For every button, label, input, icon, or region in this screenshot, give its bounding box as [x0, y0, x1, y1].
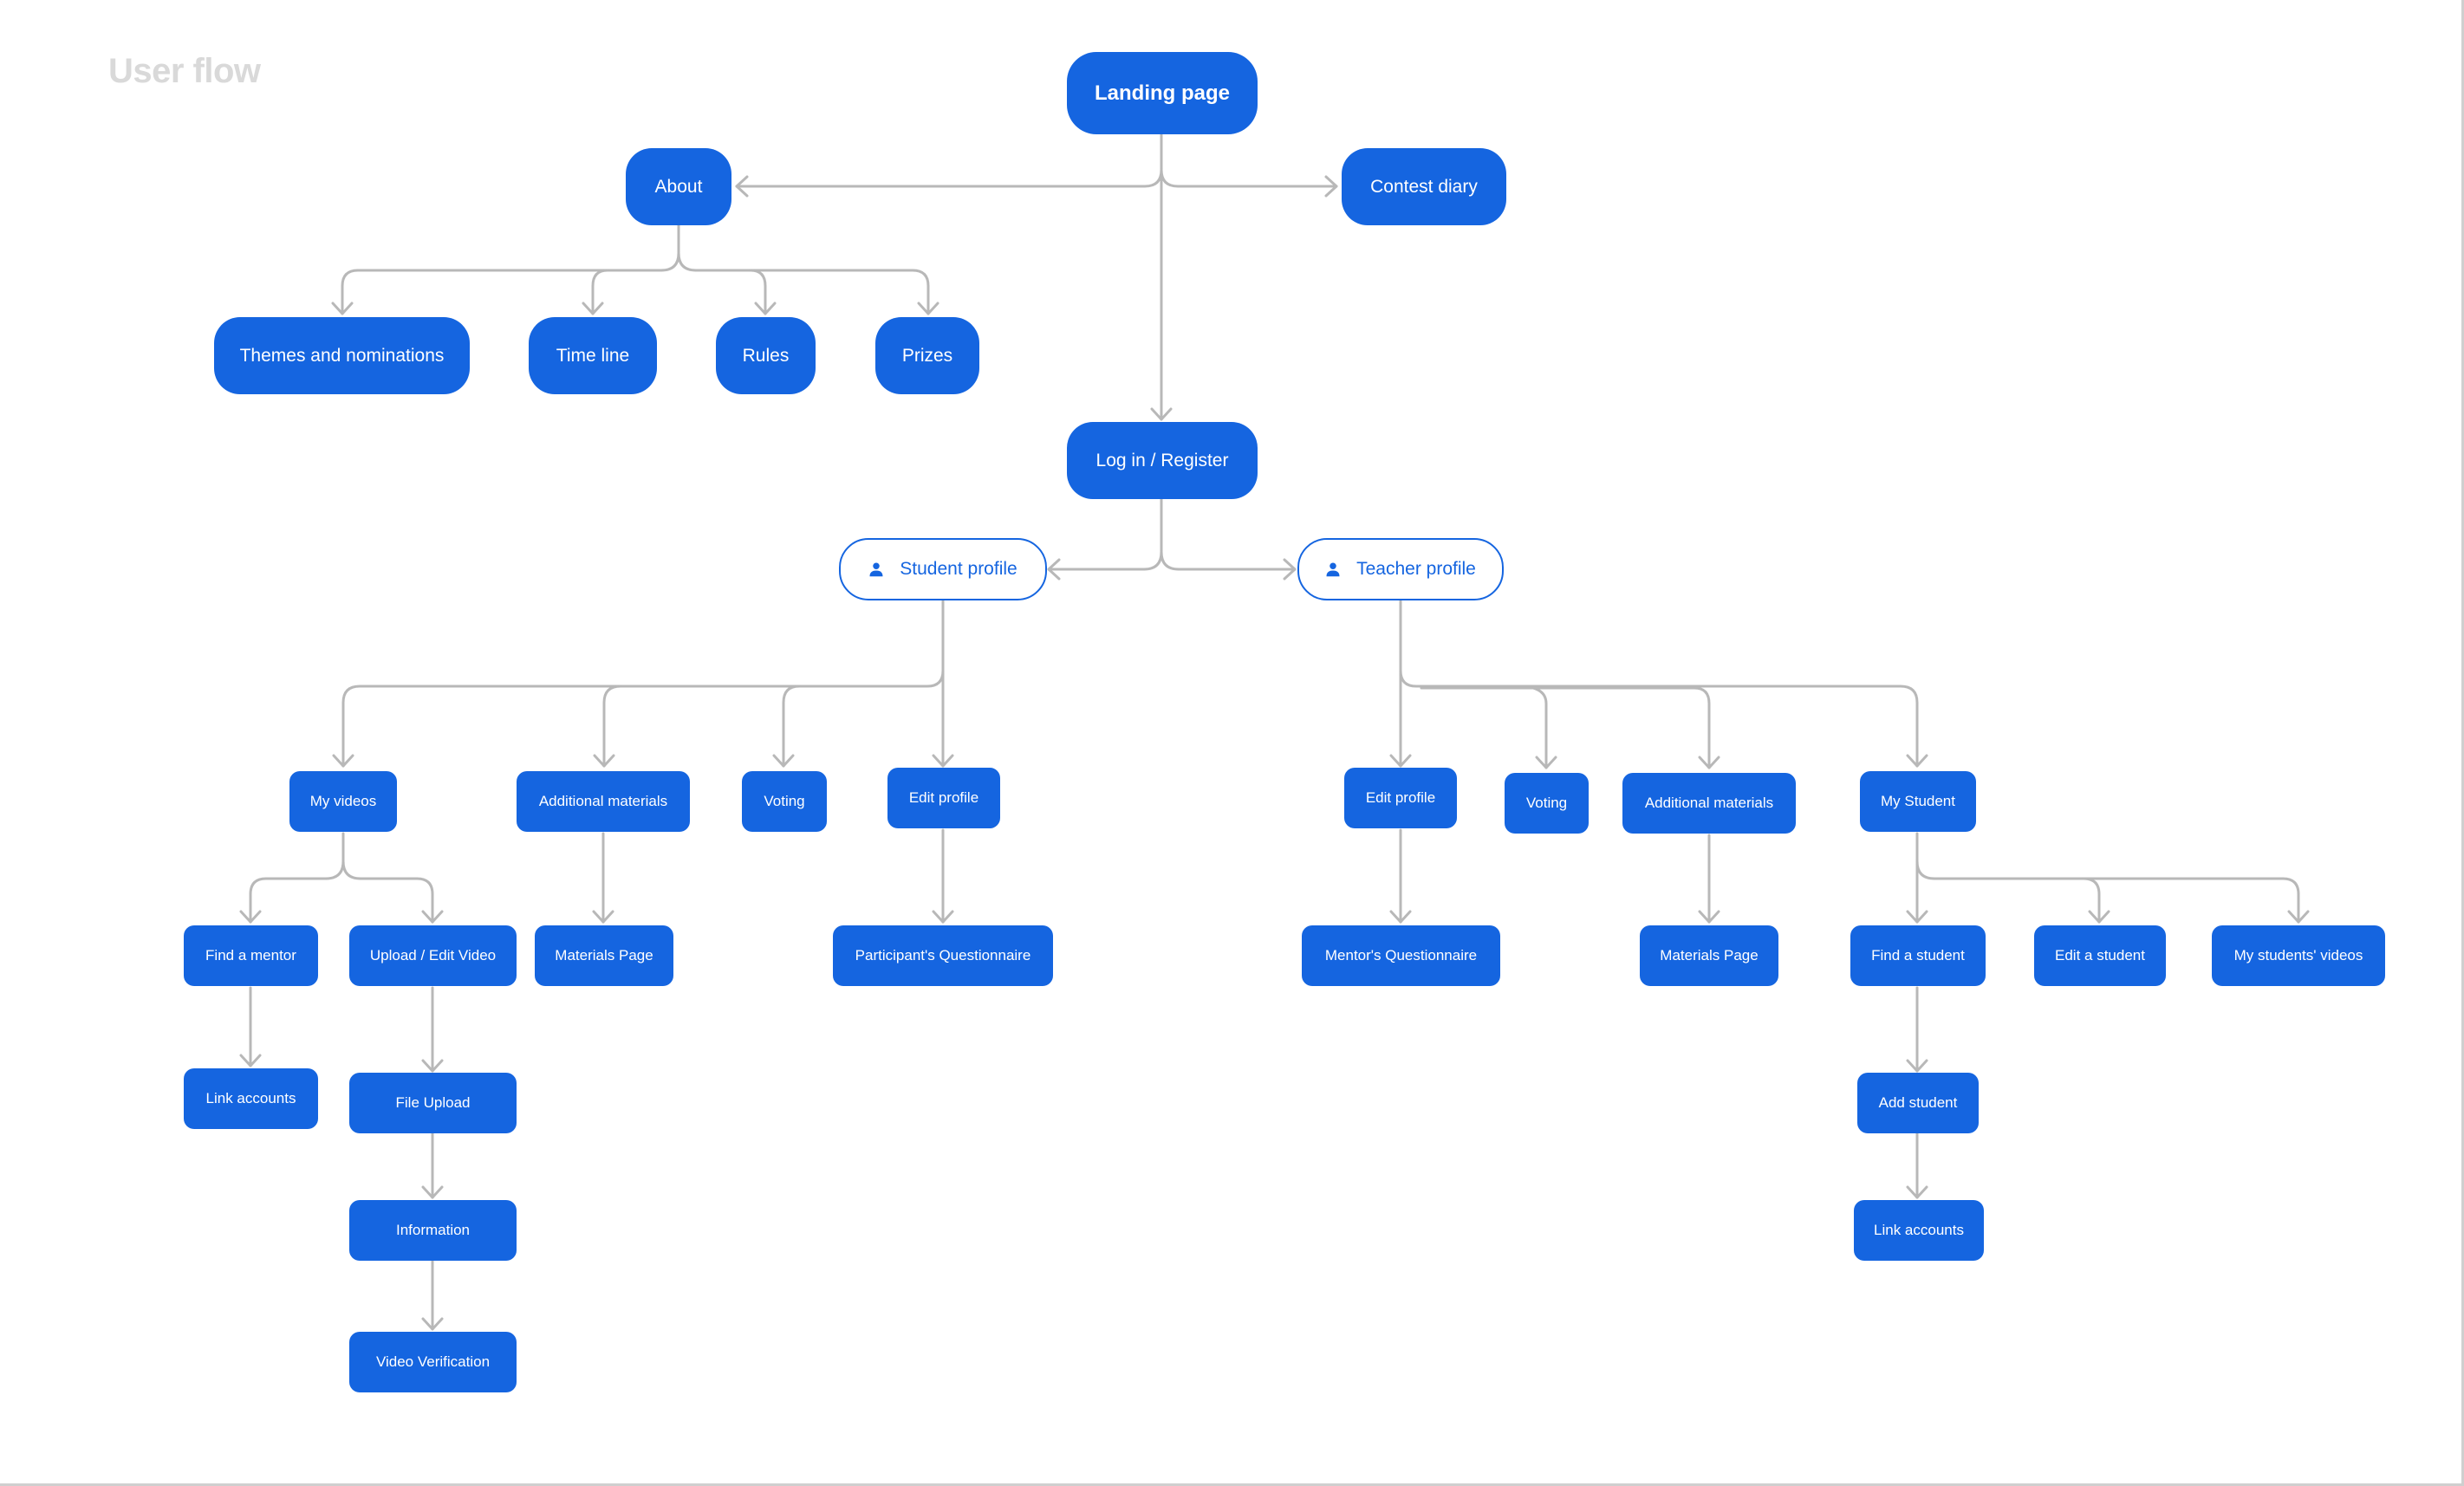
node-teacher-profile[interactable]: Teacher profile — [1297, 538, 1504, 600]
node-participant-questionnaire[interactable]: Participant's Questionnaire — [833, 925, 1053, 986]
node-voting-student[interactable]: Voting — [742, 771, 827, 832]
node-information[interactable]: Information — [349, 1200, 517, 1261]
node-login-register[interactable]: Log in / Register — [1067, 422, 1258, 499]
connector-my-student — [1906, 832, 2310, 924]
node-additional-materials-teacher[interactable]: Additional materials — [1622, 773, 1796, 834]
node-file-upload[interactable]: File Upload — [349, 1073, 517, 1133]
node-contest-diary[interactable]: Contest diary — [1342, 148, 1506, 225]
connector-landing — [735, 133, 1338, 421]
node-edit-profile-teacher[interactable]: Edit profile — [1344, 768, 1457, 828]
connector-my-videos — [239, 832, 444, 924]
node-themes-nominations[interactable]: Themes and nominations — [214, 317, 470, 394]
connector-verticals — [239, 828, 1928, 1331]
node-link-accounts-teacher[interactable]: Link accounts — [1854, 1200, 1984, 1261]
node-my-student[interactable]: My Student — [1860, 771, 1976, 832]
node-edit-student[interactable]: Edit a student — [2034, 925, 2166, 986]
node-video-verification[interactable]: Video Verification — [349, 1332, 517, 1392]
node-add-student[interactable]: Add student — [1857, 1073, 1979, 1133]
person-icon — [1326, 562, 1340, 577]
node-find-student[interactable]: Find a student — [1850, 925, 1986, 986]
node-about[interactable]: About — [626, 148, 731, 225]
page-title: User flow — [108, 52, 261, 90]
node-prizes[interactable]: Prizes — [875, 317, 979, 394]
node-students-videos[interactable]: My students' videos — [2212, 925, 2385, 986]
node-upload-edit-video[interactable]: Upload / Edit Video — [349, 925, 517, 986]
node-my-videos[interactable]: My videos — [289, 771, 397, 832]
node-materials-page-teacher[interactable]: Materials Page — [1640, 925, 1778, 986]
node-student-profile[interactable]: Student profile — [839, 538, 1047, 600]
node-mentor-questionnaire[interactable]: Mentor's Questionnaire — [1302, 925, 1500, 986]
node-materials-page-student[interactable]: Materials Page — [535, 925, 673, 986]
connector-student — [332, 600, 954, 768]
node-landing-page[interactable]: Landing page — [1067, 52, 1258, 134]
node-rules[interactable]: Rules — [716, 317, 816, 394]
node-additional-materials-student[interactable]: Additional materials — [517, 771, 690, 832]
node-time-line[interactable]: Time line — [529, 317, 657, 394]
connector-login — [1047, 497, 1297, 581]
teacher-profile-label: Teacher profile — [1356, 559, 1476, 579]
connector-teacher — [1389, 600, 1928, 769]
node-link-accounts-student[interactable]: Link accounts — [184, 1068, 318, 1129]
node-edit-profile-student[interactable]: Edit profile — [887, 768, 1000, 828]
connector-about — [331, 224, 939, 315]
person-icon — [869, 562, 883, 577]
student-profile-label: Student profile — [900, 559, 1017, 579]
node-voting-teacher[interactable]: Voting — [1505, 773, 1589, 834]
node-find-mentor[interactable]: Find a mentor — [184, 925, 318, 986]
